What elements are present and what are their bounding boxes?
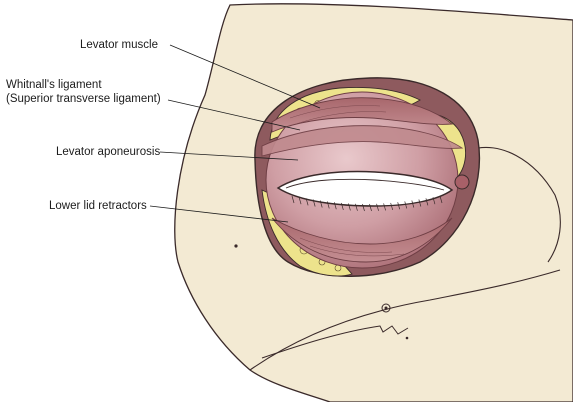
eyelash	[369, 203, 372, 212]
incision-edge	[261, 325, 409, 359]
label-levator-aponeurosis: Levator aponeurosis	[56, 146, 161, 158]
muscle-fiber-lines	[289, 105, 405, 257]
eyelash	[291, 195, 295, 204]
label-superior-transverse-ligament: (Superior transverse ligament)	[6, 93, 161, 105]
eyelash	[439, 195, 443, 204]
eyelash	[305, 198, 309, 206]
eyelash	[411, 200, 415, 208]
leader-whitnall-ligament	[167, 99, 301, 131]
eyelash	[397, 202, 401, 210]
cheek-contour	[249, 269, 561, 371]
eyelid-margin-inner	[285, 178, 445, 191]
eyelash	[298, 197, 302, 205]
skin-mark	[381, 303, 391, 313]
label-lower-lid-retractors: Lower lid retractors	[49, 200, 147, 212]
leader-levator-aponeurosis	[159, 151, 299, 161]
eyelash	[390, 202, 394, 211]
eyelash	[319, 200, 323, 208]
skin-mark	[234, 244, 238, 248]
leader-lower-lid-retractors	[149, 205, 289, 223]
levator-muscle-band	[271, 97, 454, 133]
eyelash	[312, 199, 316, 207]
eyelash	[340, 202, 344, 211]
eyelash	[362, 203, 365, 212]
lower-lid-retractors-band	[271, 217, 453, 263]
eyelash	[348, 203, 351, 211]
eyelash	[383, 203, 386, 211]
eyelash	[376, 203, 379, 211]
label-levator-muscle: Levator muscle	[80, 39, 158, 51]
eyelashes-lower	[291, 195, 443, 212]
eyelash	[418, 199, 422, 207]
skin-mark-center	[384, 306, 388, 310]
skin-mark	[405, 336, 409, 340]
whitnall-ligament-band	[261, 125, 464, 157]
nasal-contour	[469, 146, 561, 263]
label-whitnall-ligament: Whitnall's ligament	[6, 79, 102, 91]
eyelash	[425, 198, 429, 206]
eyelash	[404, 201, 408, 209]
eyelash	[355, 203, 358, 211]
leader-lines	[149, 44, 321, 223]
eyelash	[333, 202, 337, 210]
leader-levator-muscle	[169, 44, 321, 109]
lateral-canthus-nodule	[454, 174, 470, 190]
eyelash	[326, 201, 330, 209]
eyelash	[432, 197, 436, 205]
